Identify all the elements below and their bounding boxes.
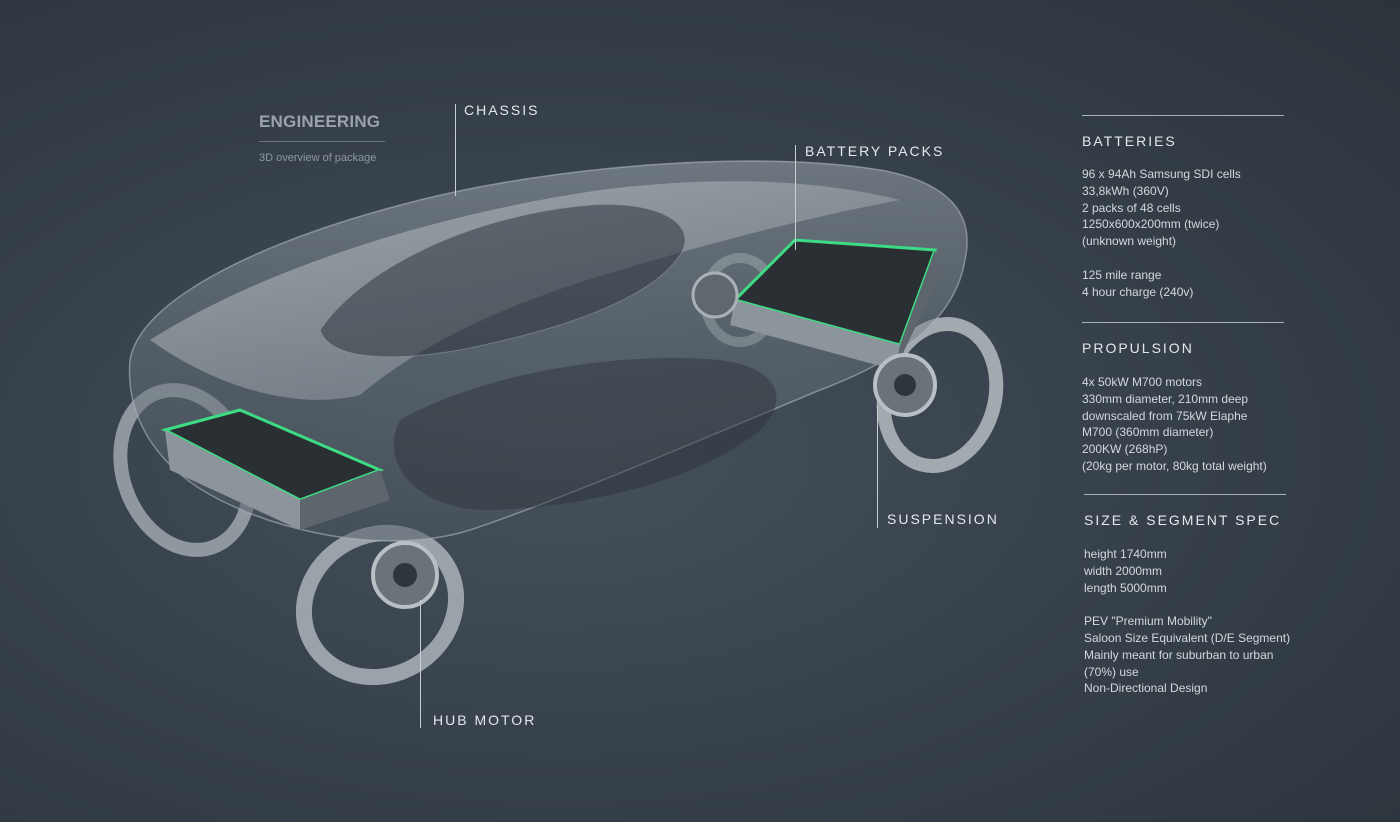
chassis-label: CHASSIS xyxy=(464,102,540,118)
spec-line: 96 x 94Ah Samsung SDI cells xyxy=(1082,167,1241,181)
spec-line: 4 hour charge (240v) xyxy=(1082,284,1194,299)
spec-line: 330mm diameter, 210mm deep xyxy=(1082,391,1249,406)
propulsion-heading: PROPULSION xyxy=(1082,340,1194,356)
spec-line: (unknown weight) xyxy=(1082,234,1177,249)
cabin-floor xyxy=(393,358,777,510)
spec-gap xyxy=(1082,250,1312,267)
suspension-label: SUSPENSION xyxy=(887,511,999,527)
spec-line: length 5000mm xyxy=(1084,580,1167,595)
size-heading: SIZE & SEGMENT SPEC xyxy=(1084,512,1282,528)
battery-pack-left xyxy=(160,408,390,530)
battery-pack-right xyxy=(730,238,940,370)
hub-motor-label: HUB MOTOR xyxy=(433,712,537,728)
suspension-callout-line xyxy=(877,405,878,528)
propulsion-rule xyxy=(1082,322,1284,323)
spec-line: 125 mile range xyxy=(1082,267,1162,282)
hub-motor-rear-right xyxy=(691,271,739,319)
page-subtitle: 3D overview of package xyxy=(259,152,377,164)
spec-line: 4x 50kW M700 motors xyxy=(1082,375,1203,389)
hub-motor-callout-line xyxy=(420,600,421,728)
spec-line: downscaled from 75kW Elaphe xyxy=(1082,408,1248,423)
chassis-callout-line xyxy=(455,104,456,196)
spec-line: Mainly meant for suburban to urban xyxy=(1084,647,1274,662)
spec-line: 1250x600x200mm (twice) xyxy=(1082,217,1220,232)
batteries-heading: BATTERIES xyxy=(1082,133,1177,149)
batteries-spec-list: 96 x 94Ah Samsung SDI cells 33,8kWh (360… xyxy=(1082,166,1312,300)
spec-gap xyxy=(1084,596,1314,613)
spec-line: M700 (360mm diameter) xyxy=(1082,425,1214,440)
spec-line: PEV "Premium Mobility" xyxy=(1084,614,1212,629)
windshield xyxy=(319,203,686,358)
spec-line: (70%) use xyxy=(1084,664,1139,679)
spec-line: 200KW (268hP) xyxy=(1082,442,1168,457)
spec-line: (20kg per motor, 80kg total weight) xyxy=(1082,458,1267,473)
battery-packs-label: BATTERY PACKS xyxy=(805,143,945,159)
title-divider xyxy=(259,141,385,142)
battery-packs-callout-line xyxy=(795,145,796,250)
spec-line: 33,8kWh (360V) xyxy=(1082,183,1169,198)
wheel-front-left xyxy=(295,524,465,686)
spec-line: Saloon Size Equivalent (D/E Segment) xyxy=(1084,630,1291,645)
spec-line: height 1740mm xyxy=(1084,547,1167,561)
propulsion-spec-list: 4x 50kW M700 motors 330mm diameter, 210m… xyxy=(1082,374,1312,475)
size-rule xyxy=(1084,494,1286,495)
spec-line: 2 packs of 48 cells xyxy=(1082,200,1181,215)
batteries-rule xyxy=(1082,115,1284,116)
page-title: ENGINEERING xyxy=(259,112,381,131)
spec-line: width 2000mm xyxy=(1084,563,1163,578)
hub-motor-front-right xyxy=(873,353,937,417)
spec-line: Non-Directional Design xyxy=(1084,681,1208,696)
size-spec-list: height 1740mm width 2000mm length 5000mm… xyxy=(1084,546,1314,697)
hub-motor-front-left xyxy=(371,541,439,609)
